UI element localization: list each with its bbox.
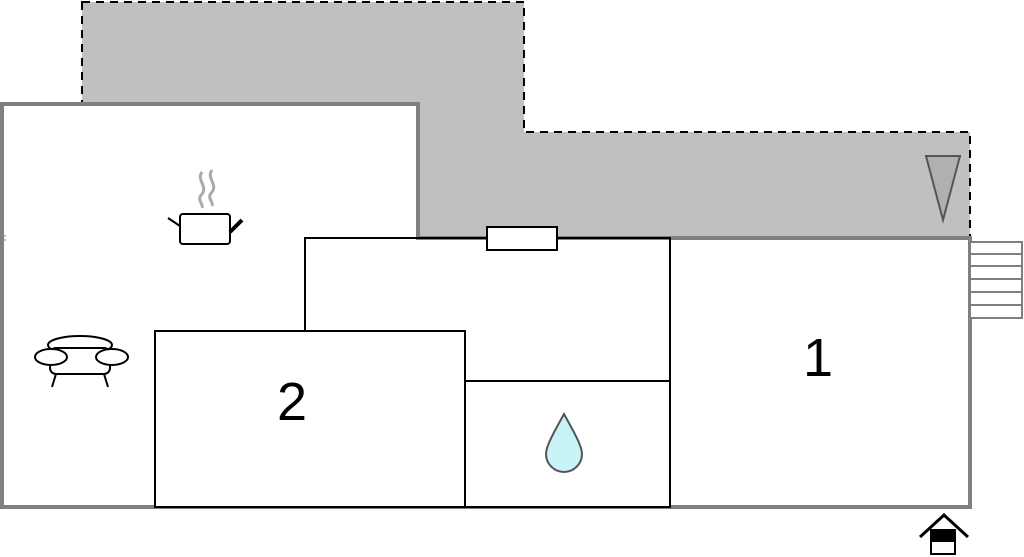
room-2-label: 2 <box>277 372 307 432</box>
window <box>486 226 558 251</box>
room-1-label: 1 <box>803 328 833 388</box>
stairs-icon <box>969 241 1023 319</box>
room-2 <box>154 330 466 508</box>
sofa-icon <box>34 335 129 388</box>
water-drop-icon <box>544 411 584 473</box>
cooking-pot-icon <box>167 169 244 245</box>
north-arrow-icon <box>924 155 962 224</box>
entrance-house-icon <box>918 512 970 555</box>
